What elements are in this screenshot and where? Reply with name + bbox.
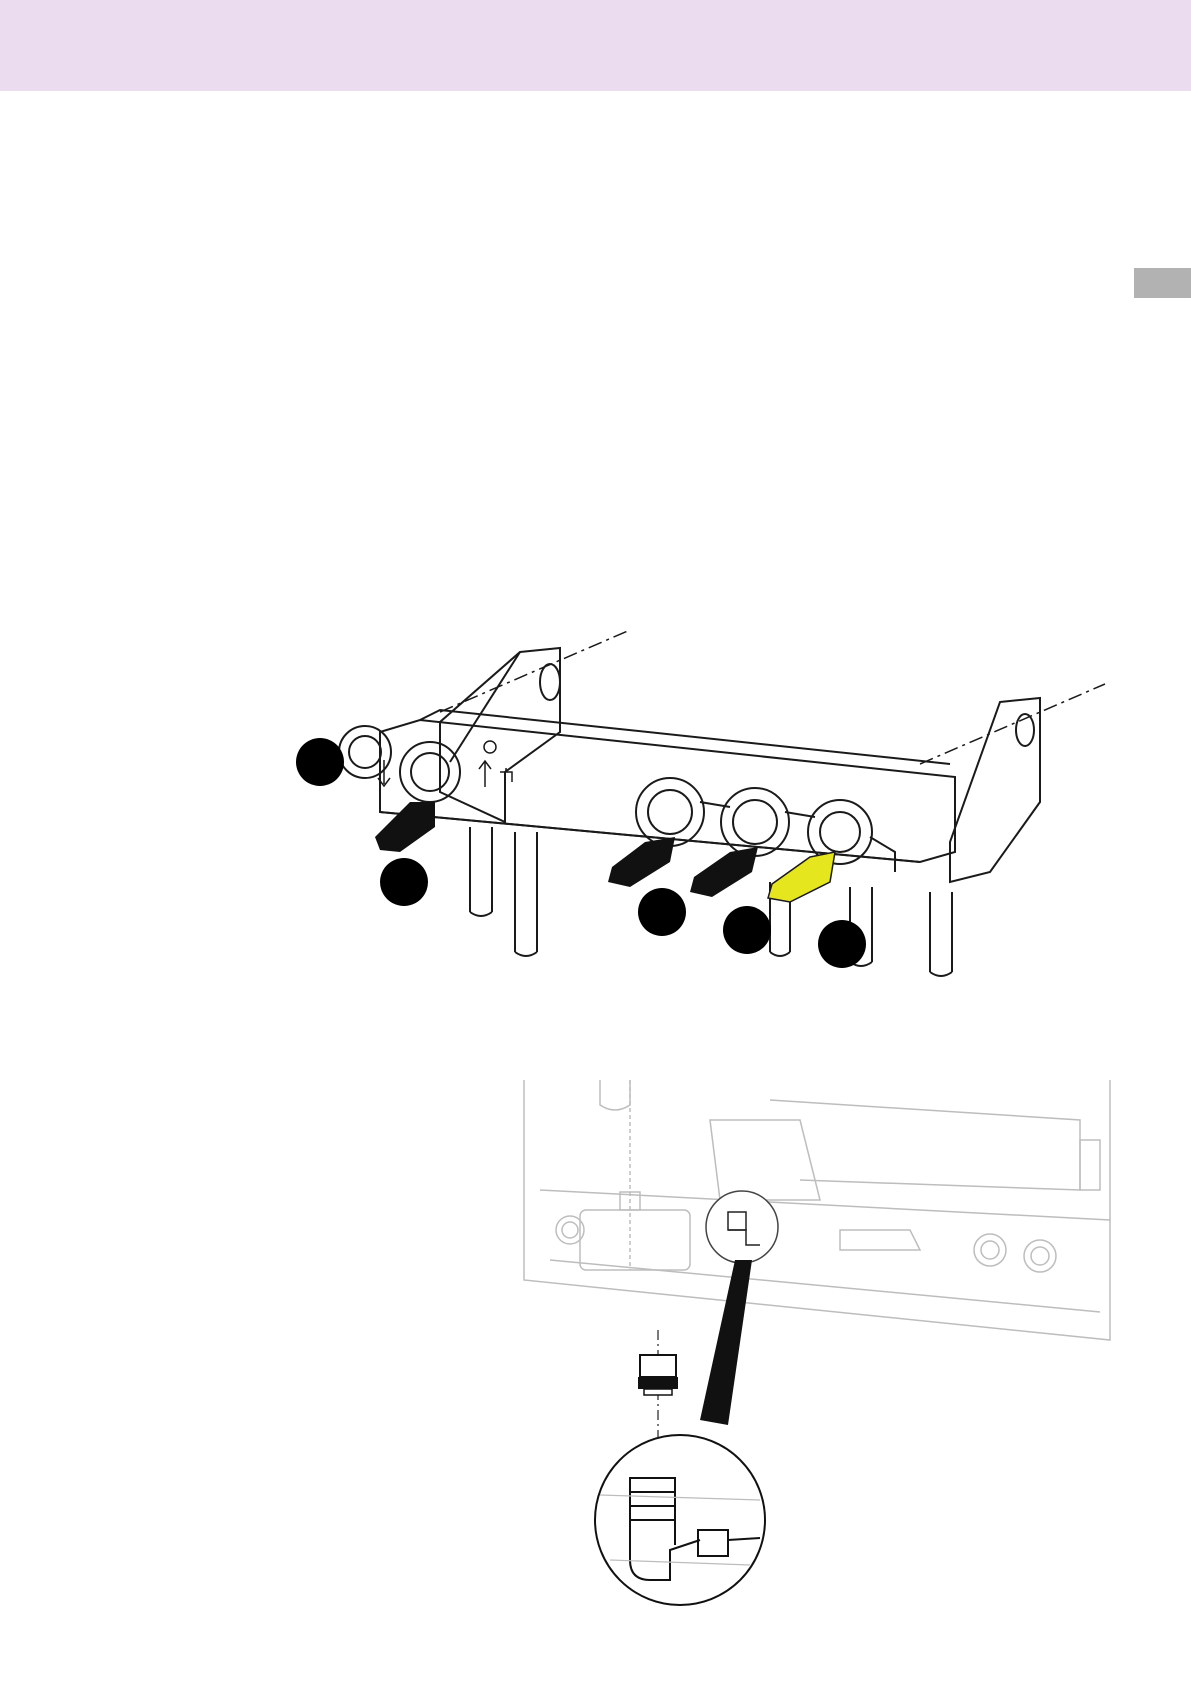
indicator-screw: [484, 741, 496, 753]
callout-5: [818, 920, 866, 968]
down-pipes: [470, 827, 952, 976]
callout-4: [723, 906, 771, 954]
lever-3: [608, 837, 675, 887]
lever-4: [690, 847, 758, 897]
valve-assembly-drawing: [290, 612, 1110, 1032]
right-wall-bracket: [950, 698, 1040, 882]
inlet-arrow-up-icon: [479, 761, 491, 787]
magnifier-leader: [700, 1260, 752, 1425]
filter-cartridge-icon: [638, 1355, 678, 1395]
header-band: [0, 0, 1191, 91]
axis-line-right: [920, 684, 1105, 764]
valve-assembly-figure: [290, 612, 1110, 1032]
side-section-tab: [1134, 268, 1191, 298]
callout-3: [638, 888, 686, 936]
small-magnifier-circle: [706, 1191, 778, 1263]
left-keyhole-slot: [540, 664, 560, 700]
lever-1: [375, 802, 435, 852]
callout-2: [380, 858, 428, 906]
callout-1: [296, 738, 344, 786]
black-levers: [375, 802, 758, 897]
filter-detail-drawing: [520, 1080, 1120, 1610]
axis-line-left: [440, 630, 630, 712]
magnifier-circle-icon: [595, 1435, 765, 1605]
valve-bodies: [339, 726, 895, 872]
filter-detail-figure: [520, 1080, 1120, 1610]
boiler-underside-background: [524, 1080, 1110, 1340]
highlighted-yellow-lever: [768, 852, 835, 902]
